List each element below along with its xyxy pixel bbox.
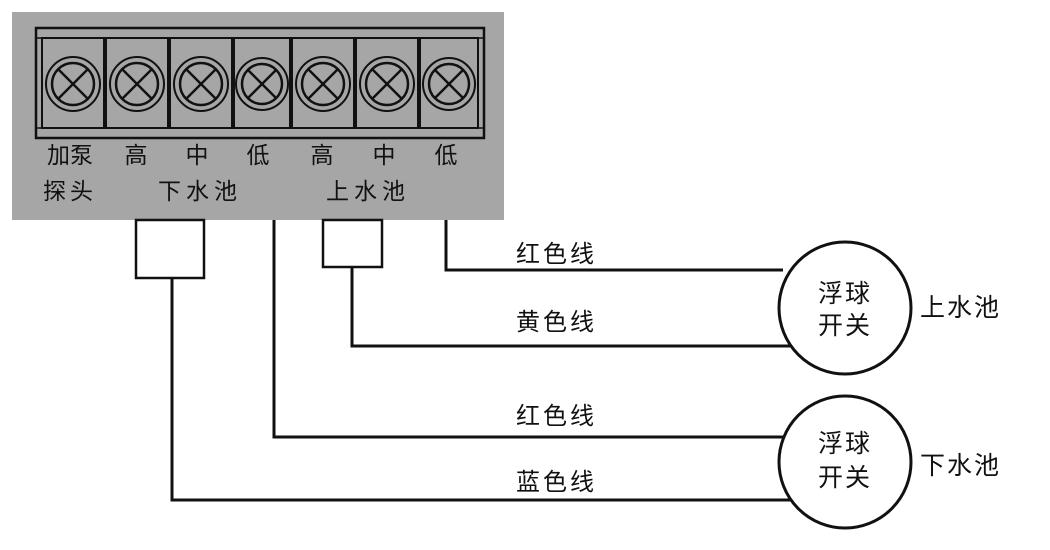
screw-terminal-icon	[114, 61, 160, 107]
float-switch-upper-line1: 浮球	[818, 279, 872, 308]
cable-gland-upper	[321, 218, 384, 269]
screw-terminal-icon	[240, 62, 284, 106]
terminal-label-upper-low: 低	[435, 143, 458, 169]
wire-label-lower-blue: 蓝色线	[516, 468, 597, 496]
terminal-label-lower-mid: 中	[186, 143, 209, 169]
wire-lower-blue	[170, 278, 799, 502]
terminal-label-lower-low: 低	[247, 143, 270, 169]
controller-panel	[12, 12, 504, 220]
terminal-strip	[34, 26, 486, 140]
wire-label-upper-yellow: 黄色线	[516, 308, 597, 336]
wire-lower-red	[272, 220, 783, 439]
float-switch-upper-line2: 开关	[818, 311, 872, 340]
terminal-6	[355, 37, 419, 129]
wire-label-lower-red: 红色线	[516, 402, 597, 430]
float-switch-upper: 浮球 开关	[777, 240, 913, 376]
screw-terminal-icon	[364, 61, 410, 107]
wire-label-upper-red: 红色线	[516, 240, 597, 268]
lower-pool-label: 下水池	[920, 451, 1001, 480]
screw-terminal-icon	[50, 61, 96, 107]
terminal-7	[419, 37, 479, 129]
terminal-1	[41, 37, 105, 129]
screw-terminal-icon	[178, 61, 224, 107]
terminal-3	[169, 37, 233, 129]
float-switch-lower-line1: 浮球	[818, 429, 872, 458]
terminal-label-probe: 加泵	[47, 143, 93, 169]
terminal-4	[233, 37, 291, 129]
screw-terminal-icon	[427, 62, 471, 106]
screw-terminal-icon	[300, 61, 346, 107]
terminal-5	[291, 37, 355, 129]
terminal-labels-row1: 加泵 高 中 低 高 中 低	[47, 143, 458, 169]
wire-upper-yellow	[350, 267, 796, 348]
cable-gland-lower	[134, 218, 206, 280]
wire-upper-red	[444, 220, 783, 272]
terminal-label-upper-mid: 中	[373, 143, 396, 169]
terminal-2	[105, 37, 169, 129]
terminal-labels-row2: 探头 下水池 上水池	[43, 179, 410, 205]
group-label-lower-pool: 下水池	[158, 179, 242, 205]
float-switch-lower-line2: 开关	[818, 463, 872, 492]
terminal-label-lower-high: 高	[125, 143, 148, 169]
upper-pool-label: 上水池	[920, 293, 1001, 322]
terminal-label-upper-high: 高	[311, 143, 334, 169]
group-label-probe: 探头	[43, 179, 97, 205]
group-label-upper-pool: 上水池	[326, 179, 410, 205]
float-switch-lower: 浮球 开关	[777, 394, 913, 530]
